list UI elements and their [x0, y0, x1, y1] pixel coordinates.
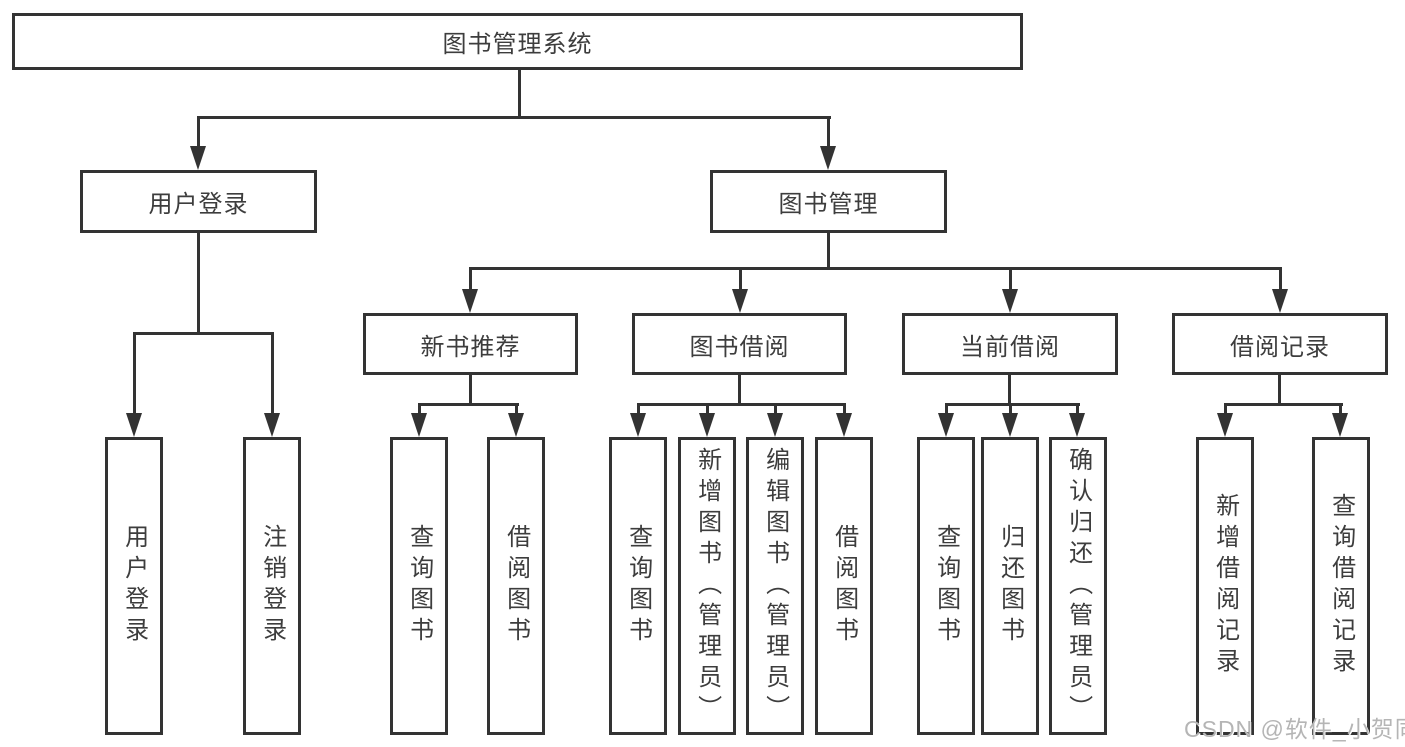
node-book-management-label: 图书管理	[778, 191, 879, 218]
node-new-book-recommend-label: 新书推荐	[420, 333, 521, 361]
arrowhead-icon	[126, 413, 142, 437]
connector	[197, 231, 200, 335]
leaf-confirm-return-admin: 确认归还（管理员）	[1049, 437, 1107, 735]
connector	[515, 403, 518, 416]
arrowhead-icon	[820, 146, 836, 170]
leaf-add-borrow-record: 新增借阅记录	[1196, 437, 1254, 735]
connector	[1339, 403, 1342, 416]
connector	[843, 403, 846, 416]
leaf-edit-book-admin-label: 编辑图书（管理员）	[761, 446, 789, 726]
node-new-book-recommend: 新书推荐	[363, 313, 578, 375]
connector	[1009, 403, 1012, 416]
watermark: CSDN @软件_小贺同学	[1184, 716, 1405, 742]
connector	[197, 116, 831, 119]
arrowhead-icon	[938, 413, 954, 437]
leaf-query-books-current-label: 查询图书	[932, 524, 960, 648]
connector	[637, 403, 640, 416]
connector	[197, 116, 200, 149]
node-book-borrow: 图书借阅	[632, 313, 847, 375]
arrowhead-icon	[1332, 413, 1348, 437]
leaf-query-books-borrow: 查询图书	[609, 437, 667, 735]
leaf-logout: 注销登录	[243, 437, 301, 735]
connector	[1279, 267, 1282, 292]
node-book-borrow-label: 图书借阅	[689, 333, 790, 361]
leaf-query-borrow-record-label: 查询借阅记录	[1327, 493, 1355, 679]
leaf-borrow-books-recommend: 借阅图书	[487, 437, 545, 735]
connector	[945, 403, 948, 416]
leaf-edit-book-admin: 编辑图书（管理员）	[746, 437, 804, 735]
arrowhead-icon	[462, 289, 478, 313]
arrowhead-icon	[699, 413, 715, 437]
arrowhead-icon	[1002, 413, 1018, 437]
arrowhead-icon	[630, 413, 646, 437]
connector	[1224, 403, 1227, 416]
connector	[739, 267, 742, 292]
connector	[1009, 267, 1012, 292]
leaf-return-book-label: 归还图书	[996, 524, 1024, 648]
node-root: 图书管理系统	[12, 13, 1023, 70]
connector	[1278, 373, 1281, 406]
connector	[706, 403, 709, 416]
connector	[133, 332, 136, 416]
arrowhead-icon	[1002, 289, 1018, 313]
connector	[945, 403, 1080, 406]
arrowhead-icon	[836, 413, 852, 437]
connector	[827, 231, 830, 270]
leaf-borrow-books-recommend-label: 借阅图书	[502, 524, 530, 648]
arrowhead-icon	[1217, 413, 1233, 437]
arrowhead-icon	[190, 146, 206, 170]
leaf-add-book-admin-label: 新增图书（管理员）	[693, 446, 721, 726]
connector	[827, 116, 830, 149]
connector	[518, 68, 521, 118]
leaf-query-borrow-record: 查询借阅记录	[1312, 437, 1370, 735]
connector	[1076, 403, 1079, 416]
arrowhead-icon	[508, 413, 524, 437]
connector	[469, 373, 472, 406]
node-current-borrow: 当前借阅	[902, 313, 1118, 375]
arrowhead-icon	[264, 413, 280, 437]
node-root-label: 图书管理系统	[442, 31, 593, 58]
node-user-login: 用户登录	[80, 170, 317, 233]
node-user-login-label: 用户登录	[148, 191, 249, 218]
connector	[469, 267, 472, 292]
node-borrow-records: 借阅记录	[1172, 313, 1388, 375]
leaf-query-books-recommend-label: 查询图书	[405, 524, 433, 648]
connector	[1008, 373, 1011, 406]
leaf-user-login-label: 用户登录	[120, 524, 148, 648]
leaf-borrow-books-label: 借阅图书	[830, 524, 858, 648]
connector	[1224, 403, 1343, 406]
leaf-confirm-return-admin-label: 确认归还（管理员）	[1064, 446, 1092, 726]
connector	[133, 332, 274, 335]
node-borrow-records-label: 借阅记录	[1230, 333, 1330, 361]
leaf-user-login: 用户登录	[105, 437, 163, 735]
connector	[418, 403, 421, 416]
arrowhead-icon	[411, 413, 427, 437]
leaf-logout-label: 注销登录	[258, 524, 286, 648]
leaf-add-borrow-record-label: 新增借阅记录	[1211, 493, 1239, 679]
connector	[637, 403, 846, 406]
connector	[418, 403, 519, 406]
connector	[271, 332, 274, 416]
connector	[738, 373, 741, 406]
node-current-borrow-label: 当前借阅	[960, 333, 1060, 361]
leaf-query-books-current: 查询图书	[917, 437, 975, 735]
leaf-query-books-borrow-label: 查询图书	[624, 524, 652, 648]
leaf-add-book-admin: 新增图书（管理员）	[678, 437, 736, 735]
leaf-borrow-books: 借阅图书	[815, 437, 873, 735]
arrowhead-icon	[732, 289, 748, 313]
node-book-management: 图书管理	[710, 170, 947, 233]
leaf-return-book: 归还图书	[981, 437, 1039, 735]
arrowhead-icon	[1069, 413, 1085, 437]
arrowhead-icon	[767, 413, 783, 437]
arrowhead-icon	[1272, 289, 1288, 313]
connector	[469, 267, 1282, 270]
connector	[774, 403, 777, 416]
leaf-query-books-recommend: 查询图书	[390, 437, 448, 735]
